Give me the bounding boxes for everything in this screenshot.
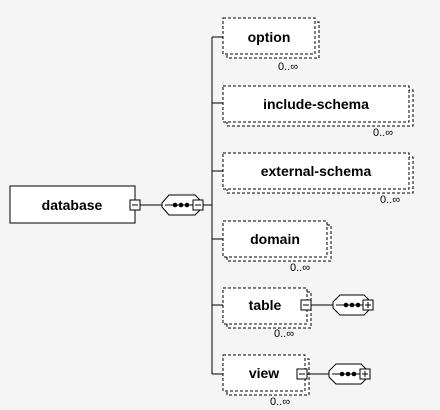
root-label: database	[42, 197, 103, 213]
element-include-schema[interactable]: include-schema 0..∞	[212, 85, 414, 139]
view-collapse-icon[interactable]	[296, 368, 308, 380]
table-collapse-icon[interactable]	[300, 299, 312, 311]
element-label: table	[249, 297, 282, 313]
root-element-database[interactable]: database	[9, 185, 136, 224]
element-label: include-schema	[263, 96, 369, 112]
cardinality-label: 0..∞	[274, 328, 294, 340]
element-external-schema[interactable]: external-schema 0..∞	[212, 152, 414, 206]
root-collapse-icon[interactable]	[129, 199, 141, 211]
element-label: view	[249, 365, 279, 381]
table-expand-icon[interactable]	[362, 299, 374, 311]
cardinality-label: 0..∞	[380, 194, 400, 206]
element-option[interactable]: option 0..∞	[212, 17, 320, 73]
element-label: domain	[250, 231, 300, 247]
compositor-collapse-icon[interactable]	[192, 199, 204, 211]
table-sequence-compositor-icon[interactable]	[332, 294, 372, 316]
cardinality-label: 0..∞	[278, 61, 298, 73]
element-view[interactable]: view 0..∞	[212, 354, 310, 408]
cardinality-label: 0..∞	[373, 127, 393, 139]
element-table[interactable]: table 0..∞	[212, 287, 312, 340]
element-label: external-schema	[261, 163, 372, 179]
element-domain[interactable]: domain 0..∞	[212, 220, 332, 274]
view-expand-icon[interactable]	[359, 368, 371, 380]
view-sequence-compositor-icon[interactable]	[328, 363, 369, 385]
element-label: option	[248, 29, 291, 45]
cardinality-label: 0..∞	[290, 262, 310, 274]
cardinality-label: 0..∞	[270, 396, 290, 408]
